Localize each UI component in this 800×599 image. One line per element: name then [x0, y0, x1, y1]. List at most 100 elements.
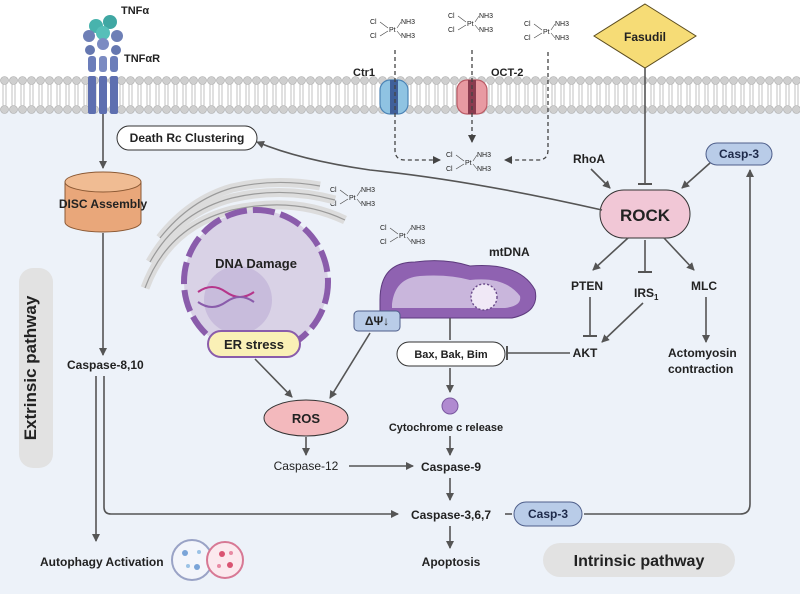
- svg-text:Cl: Cl: [448, 13, 455, 20]
- svg-text:Pt: Pt: [467, 21, 474, 28]
- svg-text:NH3: NH3: [401, 33, 415, 40]
- casp3-bottom-label: Casp-3: [528, 507, 568, 521]
- caspase-367-label: Caspase-3,6,7: [411, 508, 491, 522]
- svg-text:NH3: NH3: [411, 225, 425, 232]
- rhoa-label: RhoA: [573, 152, 605, 166]
- tnf-receptor-label: TNFαR: [124, 53, 160, 65]
- fasudil-label: Fasudil: [624, 30, 666, 44]
- irs-to-akt-arrow: [601, 302, 644, 343]
- pten-label: PTEN: [571, 279, 603, 293]
- caspase-9-label: Caspase-9: [421, 460, 481, 474]
- er-stress-node: ER stress: [207, 330, 301, 358]
- svg-text:NH3: NH3: [361, 201, 375, 208]
- bax-bak-bim-node: Bax, Bak, Bim: [396, 341, 506, 367]
- mitochondrion: mtDNA: [379, 245, 537, 319]
- caspase-8-10-label: Caspase-8,10: [67, 358, 144, 372]
- cytochrome-c-label: Cytochrome c release: [389, 422, 503, 434]
- svg-text:Cl: Cl: [370, 19, 377, 26]
- delta-psi-node: ΔΨ↓: [353, 310, 401, 332]
- endoplasmic-reticulum: [140, 177, 347, 290]
- svg-text:Pt: Pt: [465, 160, 472, 167]
- rock-to-mlc-arrow: [663, 237, 695, 271]
- ctr1-transporter: Ctr1: [353, 67, 409, 115]
- svg-text:Pt: Pt: [349, 195, 356, 202]
- casp3-to-rock-arrow: [681, 162, 711, 189]
- svg-text:NH3: NH3: [401, 19, 415, 26]
- caspase-12-label: Caspase-12: [274, 459, 339, 473]
- death-rc-label: Death Rc Clustering: [130, 131, 245, 145]
- akt-label: AKT: [573, 346, 598, 360]
- svg-text:NH3: NH3: [477, 152, 491, 159]
- svg-text:NH3: NH3: [477, 166, 491, 173]
- svg-text:NH3: NH3: [361, 187, 375, 194]
- death-rc-pill: [116, 125, 258, 151]
- casp3-feedback-arrow: [584, 169, 754, 515]
- tnf-alpha-label: TNFα: [121, 5, 149, 17]
- svg-text:Pt: Pt: [399, 233, 406, 240]
- rock-node: ROCK: [599, 189, 691, 239]
- irs-label: IRS1: [634, 286, 659, 302]
- rhoa-to-rock-arrow: [590, 168, 611, 189]
- oct2-transporter: OCT-2: [456, 67, 523, 115]
- svg-text:Pt: Pt: [543, 29, 550, 36]
- extrinsic-pathway-label: Extrinsic pathway: [21, 295, 40, 440]
- svg-text:NH3: NH3: [555, 21, 569, 28]
- disc-assembly-node: DISC Assembly: [59, 171, 148, 233]
- bax-label: Bax, Bak, Bim: [414, 349, 488, 361]
- delta-psi-to-ros-arrow: [329, 332, 371, 399]
- svg-text:NH3: NH3: [479, 13, 493, 20]
- delta-psi-label: ΔΨ↓: [365, 314, 389, 328]
- oct2-label: OCT-2: [491, 67, 523, 79]
- disc-label: DISC Assembly: [59, 197, 148, 211]
- ctr1-label: Ctr1: [353, 67, 375, 79]
- rock-to-pten-arrow: [592, 237, 629, 271]
- svg-text:Cl: Cl: [446, 152, 453, 159]
- rock-label: ROCK: [620, 206, 671, 225]
- ros-label: ROS: [292, 411, 321, 426]
- svg-text:Cl: Cl: [380, 225, 387, 232]
- svg-text:NH3: NH3: [555, 35, 569, 42]
- extrinsic-pathway-tag: Extrinsic pathway: [19, 268, 53, 468]
- svg-text:Cl: Cl: [524, 35, 531, 42]
- autophagosome-icon: [171, 539, 244, 581]
- mtdna-label: mtDNA: [489, 245, 530, 259]
- cytochrome-c-dot: [441, 397, 459, 415]
- casp3-bottom-node: Casp-3: [513, 501, 583, 527]
- svg-text:Cl: Cl: [330, 201, 337, 208]
- svg-text:NH3: NH3: [411, 239, 425, 246]
- er-to-ros-arrow: [254, 358, 293, 398]
- svg-text:NH3: NH3: [479, 27, 493, 34]
- er-stress-label: ER stress: [224, 337, 284, 352]
- diffusion-arrow: [504, 52, 549, 164]
- intrinsic-pathway-label: Intrinsic pathway: [574, 553, 705, 570]
- ctr1-uptake-arrow: [394, 50, 441, 164]
- dna-damage-label: DNA Damage: [215, 256, 297, 271]
- svg-text:Cl: Cl: [446, 166, 453, 173]
- apoptosis-label: Apoptosis: [422, 555, 481, 569]
- svg-text:Cl: Cl: [330, 187, 337, 194]
- rock-to-death-rc-arrow: [256, 141, 603, 211]
- fasudil-node: Fasudil: [593, 3, 697, 69]
- tnf-receptor: TNFα TNFαR: [83, 5, 160, 114]
- casp3-top-node: Casp-3: [705, 142, 773, 166]
- casp3-top-label: Casp-3: [719, 147, 759, 161]
- autophagy-label: Autophagy Activation: [40, 555, 164, 569]
- svg-text:Cl: Cl: [370, 33, 377, 40]
- svg-text:Cl: Cl: [524, 21, 531, 28]
- caspase8-to-caspase367-arrow: [103, 376, 399, 518]
- svg-text:Cl: Cl: [448, 27, 455, 34]
- svg-text:Cl: Cl: [380, 239, 387, 246]
- mlc-label: MLC: [691, 279, 717, 293]
- ros-node: ROS: [263, 399, 349, 437]
- intrinsic-pathway-tag: Intrinsic pathway: [543, 543, 735, 577]
- svg-text:Pt: Pt: [389, 27, 396, 34]
